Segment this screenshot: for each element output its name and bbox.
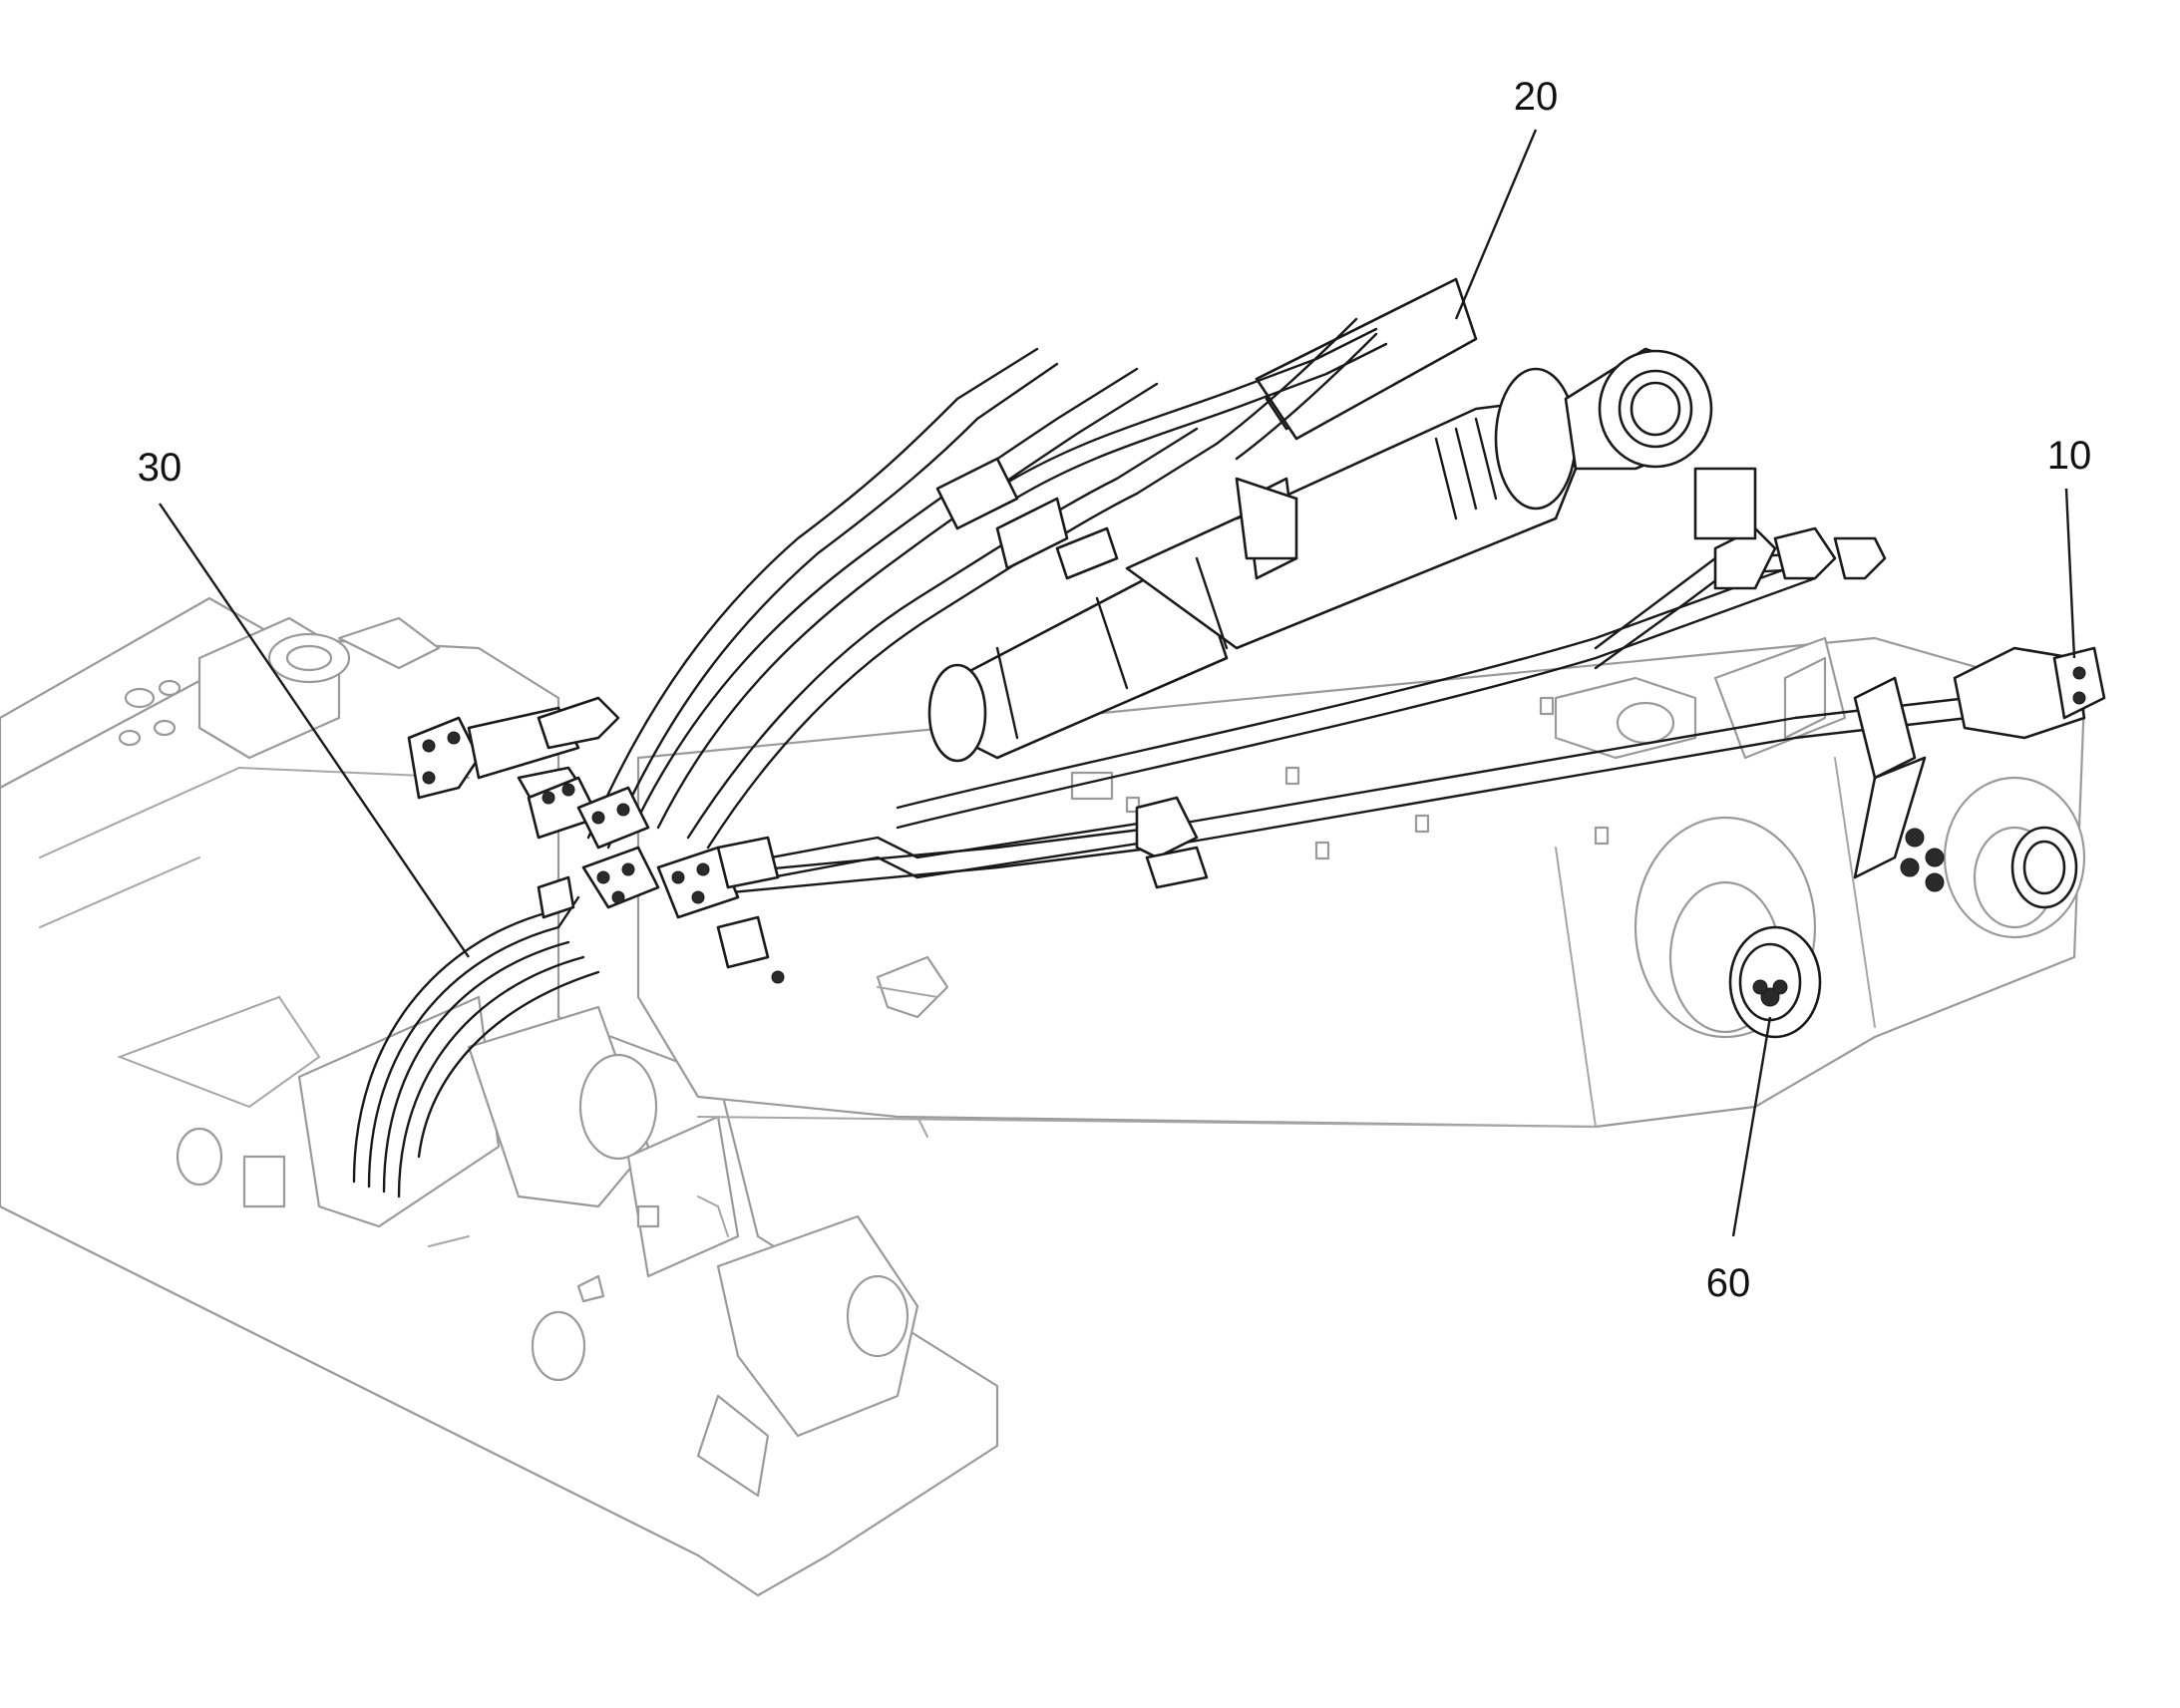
chassis-frame [0, 596, 999, 1597]
pivot-cover [1728, 826, 2078, 1039]
leader-10 [2064, 488, 2076, 659]
callout-10: 10 [2047, 434, 2092, 478]
callout-labels: 10 20 30 60 [138, 75, 2092, 1305]
leader-30 [159, 503, 470, 958]
hose-bundle [352, 317, 1388, 1198]
leader-lines [159, 129, 2076, 1237]
callout-30: 30 [138, 446, 182, 490]
callout-60: 60 [1706, 1261, 1751, 1305]
pipe-assembly [676, 467, 2106, 899]
callout-20: 20 [1514, 75, 1559, 119]
leader-20 [1454, 129, 1538, 320]
flange-fittings [407, 696, 785, 984]
leader-60 [1731, 1016, 1772, 1237]
hydraulic-cylinder [927, 277, 1713, 763]
